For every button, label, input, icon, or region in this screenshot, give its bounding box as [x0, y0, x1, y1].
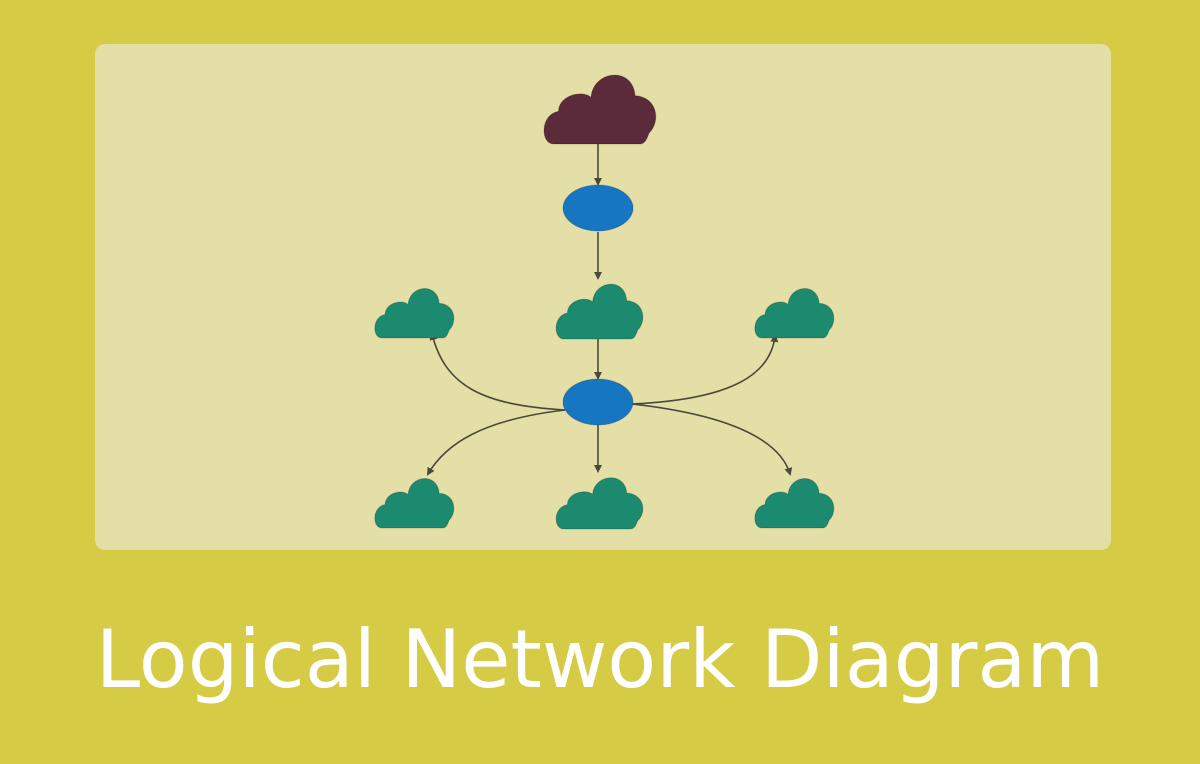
connector-router-hub-to-network-mid-left	[429, 332, 566, 411]
router-hub-router-icon	[562, 378, 634, 426]
connector-router-hub-to-network-bottom-right	[631, 403, 793, 476]
network-bottom-center-cloud-icon	[555, 477, 644, 530]
network-mid-left-cloud-icon	[374, 288, 455, 339]
connector-router-hub-to-network-bottom-left	[426, 409, 566, 476]
nodes	[374, 74, 835, 530]
connector-router-hub-to-network-mid-right	[631, 334, 779, 405]
router-top-router-icon	[562, 184, 634, 232]
network-mid-center-cloud-icon	[555, 283, 644, 340]
network-bottom-left-cloud-icon	[374, 478, 455, 529]
internet-cloud-icon	[543, 74, 657, 145]
network-bottom-right-cloud-icon	[754, 478, 835, 529]
diagram-title: Logical Network Diagram	[95, 613, 1105, 706]
connectors	[426, 144, 793, 476]
network-mid-right-cloud-icon	[754, 288, 835, 339]
